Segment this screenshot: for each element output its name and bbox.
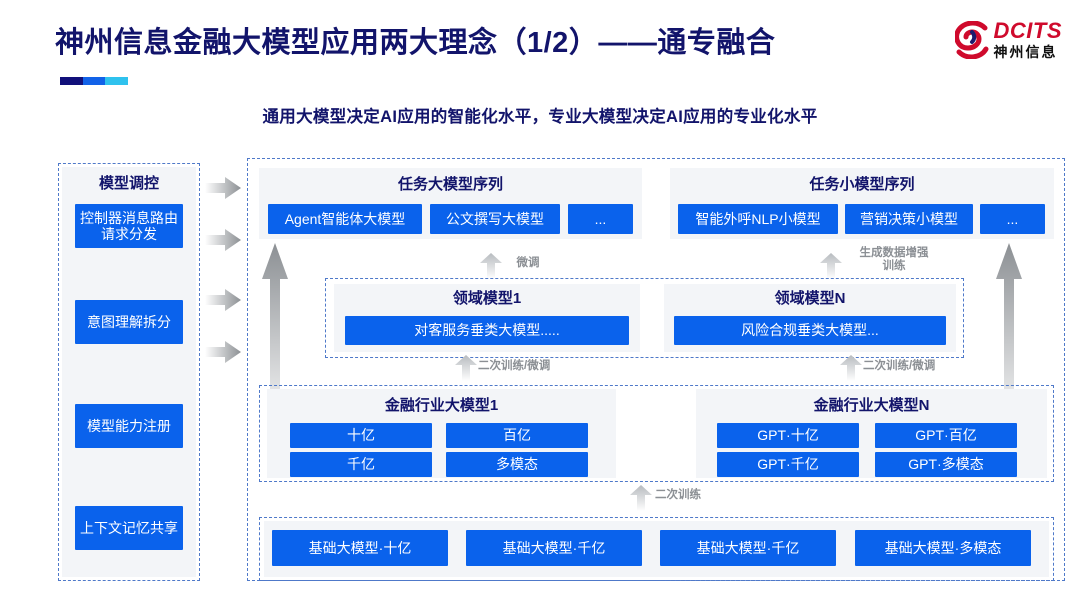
industry-n-chip-gpt-multimodal[interactable]: GPT·多模态 <box>875 452 1017 477</box>
domain-model-1-title: 领域模型1 <box>452 290 522 307</box>
industry-1-chip-shiyi[interactable]: 十亿 <box>290 423 432 448</box>
domain-model-border <box>325 278 964 358</box>
flow-arrow-up-retrain-left <box>455 355 477 381</box>
domain-model-n-box[interactable]: 风险合规垂类大模型... <box>674 316 946 345</box>
flow-arrow-right-3 <box>205 289 241 311</box>
dcits-swirl-icon <box>954 20 988 59</box>
flow-arrow-up-retrain <box>630 485 652 511</box>
task-big-chip-document[interactable]: 公文撰写大模型 <box>430 204 560 234</box>
control-item-intent[interactable]: 意图理解拆分 <box>75 300 183 344</box>
title-underline-bar <box>60 77 128 85</box>
task-small-model-title: 任务小模型序列 <box>809 176 915 193</box>
industry-model-1-title: 金融行业大模型1 <box>384 397 499 414</box>
task-big-model-title: 任务大模型序列 <box>397 176 503 193</box>
industry-1-chip-baiyi[interactable]: 百亿 <box>446 423 588 448</box>
arrow-label-finetune: 微调 <box>516 257 540 269</box>
flow-arrow-right-1 <box>205 177 241 199</box>
page-subtitle: 通用大模型决定AI应用的智能化水平，专业大模型决定AI应用的专业化水平 <box>262 108 818 126</box>
control-column-border <box>58 163 200 581</box>
flow-arrow-right-2 <box>205 229 241 251</box>
flow-arrow-up-retrain-right <box>840 355 862 381</box>
industry-1-chip-qianyi[interactable]: 千亿 <box>290 452 432 477</box>
company-logo: DCITS 神州信息 <box>954 18 1063 60</box>
arrow-label-gen-data-aug: 生成数据增强 训练 <box>859 247 929 273</box>
control-item-router[interactable]: 控制器消息路由请求分发 <box>75 204 183 248</box>
industry-model-border <box>259 385 1054 482</box>
flow-arrow-up-right-long <box>996 243 1022 439</box>
flow-arrow-up-left-long <box>262 243 288 439</box>
base-model-border <box>259 517 1054 581</box>
task-small-chip-more[interactable]: ... <box>980 204 1045 234</box>
flow-arrow-right-4 <box>205 341 241 363</box>
industry-1-chip-multimodal[interactable]: 多模态 <box>446 452 588 477</box>
industry-model-n-title: 金融行业大模型N <box>813 397 930 414</box>
arrow-label-retrain-finetune-right: 二次训练/微调 <box>863 360 936 372</box>
logo-text-en: DCITS <box>993 18 1062 43</box>
base-model-chip-qianyi-2[interactable]: 基础大模型·千亿 <box>660 530 836 566</box>
industry-n-chip-gpt-shiyi[interactable]: GPT·十亿 <box>717 423 859 448</box>
base-model-chip-shiyi[interactable]: 基础大模型·十亿 <box>272 530 448 566</box>
arrow-label-retrain: 二次训练 <box>655 489 701 501</box>
task-small-chip-marketing[interactable]: 营销决策小模型 <box>845 204 973 234</box>
domain-model-n-title: 领域模型N <box>774 290 846 307</box>
flow-arrow-up-gen-data <box>820 253 842 279</box>
task-big-chip-agent[interactable]: Agent智能体大模型 <box>268 204 422 234</box>
task-big-chip-more[interactable]: ... <box>568 204 633 234</box>
control-column-title: 模型调控 <box>98 175 159 192</box>
logo-text-cn: 神州信息 <box>993 44 1058 60</box>
domain-model-1-box[interactable]: 对客服务垂类大模型..... <box>345 316 629 345</box>
control-item-context-memory[interactable]: 上下文记忆共享 <box>75 506 183 550</box>
base-model-chip-multimodal[interactable]: 基础大模型·多模态 <box>855 530 1031 566</box>
control-item-capability-registry[interactable]: 模型能力注册 <box>75 404 183 448</box>
task-small-chip-nlp-outbound[interactable]: 智能外呼NLP小模型 <box>678 204 838 234</box>
arrow-label-retrain-finetune-left: 二次训练/微调 <box>478 360 551 372</box>
industry-n-chip-gpt-baiyi[interactable]: GPT·百亿 <box>875 423 1017 448</box>
base-model-chip-qianyi-1[interactable]: 基础大模型·千亿 <box>466 530 642 566</box>
industry-n-chip-gpt-qianyi[interactable]: GPT·千亿 <box>717 452 859 477</box>
flow-arrow-up-finetune-left <box>480 253 502 279</box>
page-title: 神州信息金融大模型应用两大理念（1/2）——通专融合 <box>55 27 776 59</box>
